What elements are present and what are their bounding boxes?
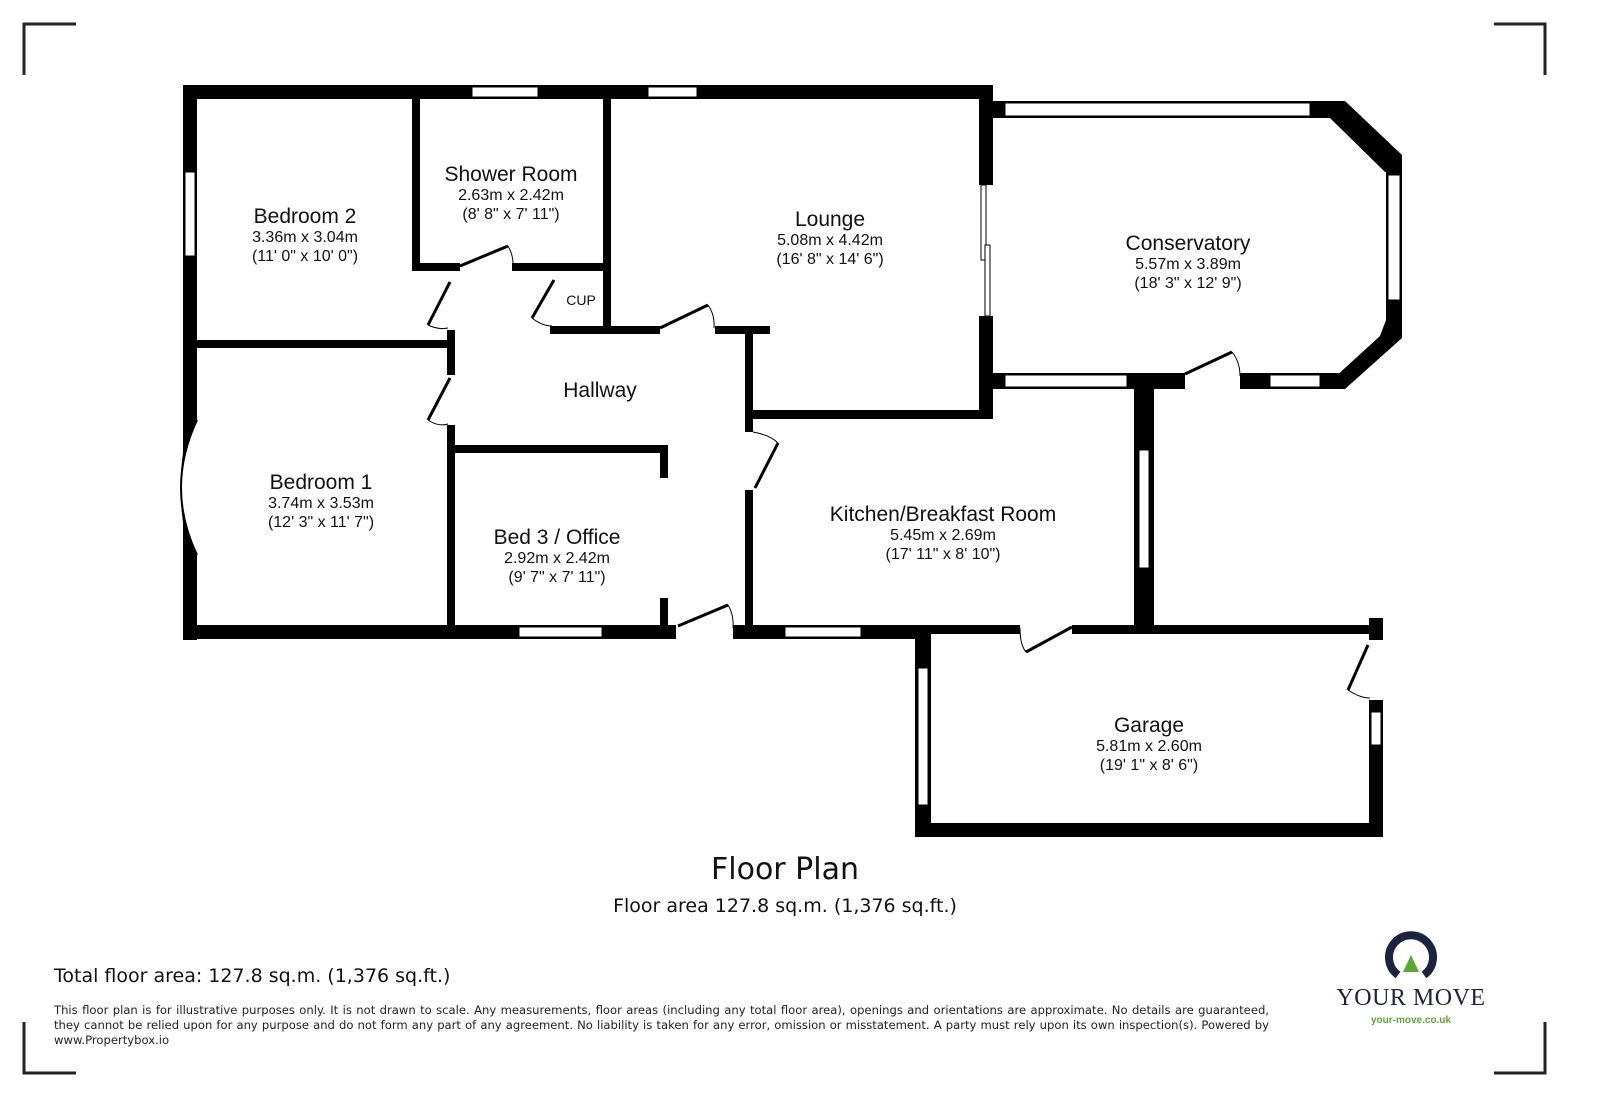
your-move-logo-icon: [1385, 931, 1437, 979]
logo-url[interactable]: your-move.co.uk: [1370, 1015, 1452, 1026]
room-name: Conservatory: [1125, 232, 1251, 255]
room-name: Lounge: [794, 208, 866, 231]
room-name: Hallway: [563, 379, 637, 402]
room-imperial: (19' 1" x 8' 6"): [1099, 756, 1199, 774]
room-label-bedroom-2: Bedroom 2 3.36m x 3.04m (11' 0" x 10' 0"…: [252, 205, 358, 266]
room-label-kitchen: Kitchen/Breakfast Room 5.45m x 2.69m (17…: [830, 503, 1056, 564]
room-name: Shower Room: [444, 163, 578, 186]
room-imperial: (16' 8" x 14' 6"): [776, 250, 884, 268]
room-name: Kitchen/Breakfast Room: [829, 503, 1057, 526]
room-metric: 2.92m x 2.42m: [504, 550, 610, 568]
room-name: Bed 3 / Office: [493, 526, 621, 549]
doors: [426, 244, 1385, 700]
room-label-cupboard: CUP: [566, 292, 596, 308]
room-label-conservatory: Conservatory 5.57m x 3.89m (18' 3" x 12'…: [1126, 232, 1251, 293]
plan-floor-area: Floor area 127.8 sq.m. (1,376 sq.ft.): [613, 895, 957, 917]
total-floor-area: Total floor area: 127.8 sq.m. (1,376 sq.…: [54, 965, 451, 987]
logo-name: YOUR MOVE: [1336, 985, 1486, 1011]
room-metric: 5.08m x 4.42m: [777, 232, 883, 250]
room-name: Bedroom 1: [269, 471, 373, 494]
room-metric: 5.81m x 2.60m: [1096, 738, 1202, 756]
room-label-garage: Garage 5.81m x 2.60m (19' 1" x 8' 6"): [1096, 714, 1202, 775]
room-label-bedroom-1: Bedroom 1 3.74m x 3.53m (12' 3" x 11' 7"…: [268, 471, 374, 532]
room-label-hallway: Hallway: [563, 379, 637, 403]
room-imperial: (9' 7" x 7' 11"): [508, 568, 606, 586]
room-metric: 2.63m x 2.42m: [458, 187, 564, 205]
room-metric: 3.36m x 3.04m: [252, 229, 358, 247]
room-imperial: (8' 8" x 7' 11"): [462, 205, 560, 223]
room-metric: 5.45m x 2.69m: [890, 527, 996, 545]
room-imperial: (12' 3" x 11' 7"): [267, 513, 375, 531]
crop-marks: [22, 22, 1547, 1075]
room-label-shower-room: Shower Room 2.63m x 2.42m (8' 8" x 7' 11…: [444, 163, 577, 224]
room-name: Garage: [1113, 714, 1185, 737]
windows: [180, 86, 1401, 806]
room-label-bed-3-office: Bed 3 / Office 2.92m x 2.42m (9' 7" x 7'…: [494, 526, 621, 587]
room-imperial: (18' 3" x 12' 9"): [1134, 274, 1242, 292]
walls: [183, 85, 1402, 837]
disclaimer: This floor plan is for illustrative purp…: [54, 1003, 1269, 1047]
room-label-lounge: Lounge 5.08m x 4.42m (16' 8" x 14' 6"): [776, 208, 883, 269]
room-metric: 3.74m x 3.53m: [268, 495, 374, 513]
room-metric: 5.57m x 3.89m: [1135, 256, 1241, 274]
room-name: Bedroom 2: [253, 205, 357, 228]
room-imperial: (17' 11" x 8' 10"): [885, 545, 1001, 563]
plan-title: Floor Plan: [711, 852, 859, 887]
room-imperial: (11' 0" x 10' 0"): [251, 247, 359, 265]
